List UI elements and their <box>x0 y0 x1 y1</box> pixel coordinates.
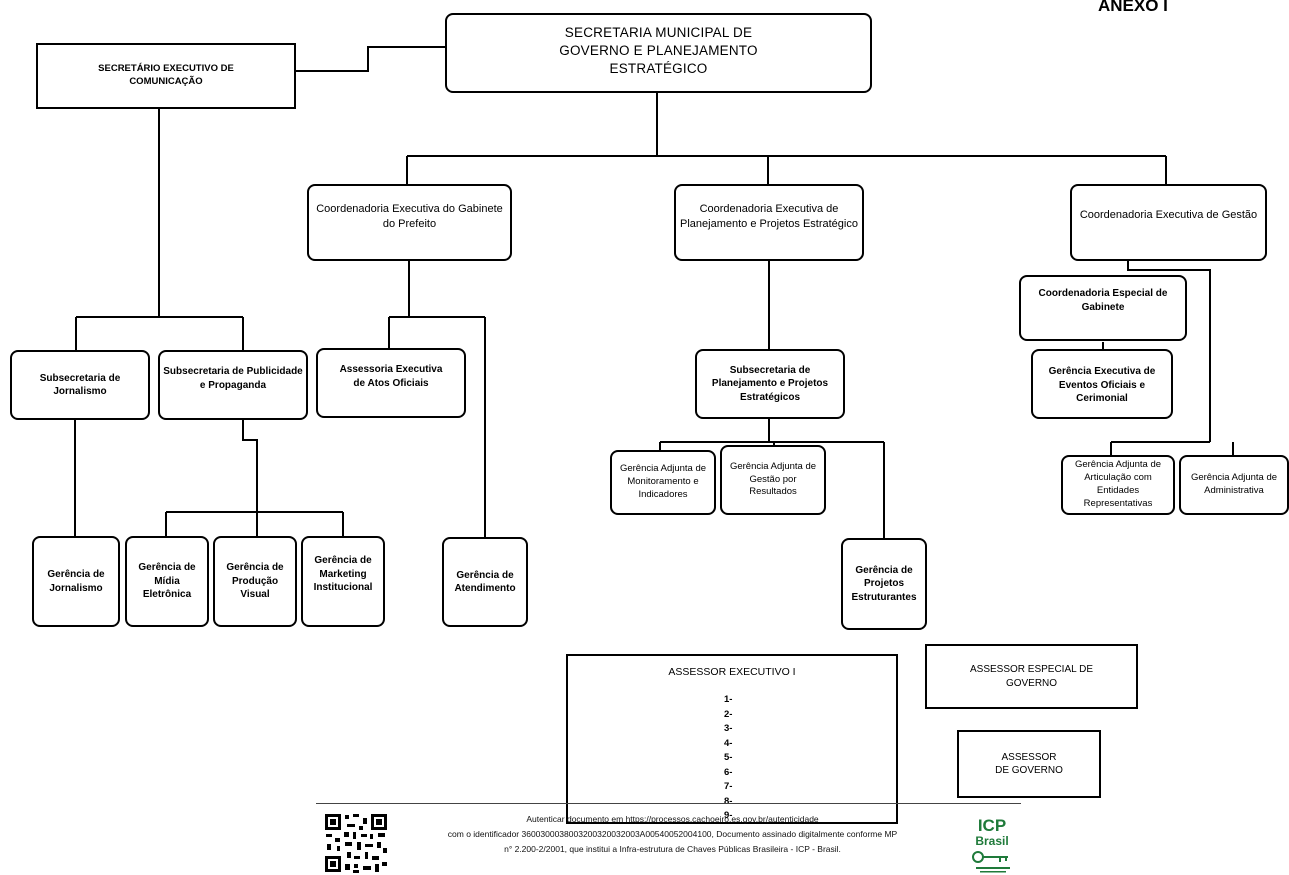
secretario-comunicacao-box[interactable]: SECRETÁRIO EXECUTIVO DE COMUNICAÇÃO <box>36 43 296 109</box>
assessoria-atos-label: Assessoria Executiva de Atos Oficiais <box>339 364 443 389</box>
assessor-especial-label: ASSESSOR ESPECIAL DE GOVERNO <box>969 664 1093 689</box>
assessor-executivo-box[interactable]: ASSESSOR EXECUTIVO I 1- 2- 3- 4- 5- 6- 7… <box>566 654 898 824</box>
ger-marketing-label: Gerência de Marketing Institucional <box>313 555 373 593</box>
sub-planejamento-box[interactable]: Subsecretaria de Planejamento e Projetos… <box>695 349 845 419</box>
sub-publicidade-label: Subsecretaria de Publicidade e Propagand… <box>163 366 303 391</box>
list-item: 1- <box>724 694 733 705</box>
ger-midia-label: Gerência de Mídia Eletrônica <box>138 562 196 601</box>
coord-gestao-box[interactable]: Coordenadoria Executiva de Gestão <box>1070 184 1267 261</box>
footer-line-3: n° 2.200-2/2001, que institui a Infra-es… <box>504 844 841 854</box>
assessor-executivo-title: ASSESSOR EXECUTIVO I <box>668 666 796 678</box>
connector <box>242 419 258 537</box>
ger-atendimento-label: Gerência de Atendimento <box>454 569 516 595</box>
assessor-especial-box[interactable]: ASSESSOR ESPECIAL DE GOVERNO <box>925 644 1138 709</box>
assessor-governo-box[interactable]: ASSESSOR DE GOVERNO <box>957 730 1101 798</box>
footer-line-1: Autenticar documento em https://processo… <box>526 814 819 824</box>
list-item: 7- <box>724 781 733 792</box>
sub-planejamento-label: Subsecretaria de Planejamento e Projetos… <box>711 364 829 403</box>
ger-projetos-box[interactable]: Gerência de Projetos Estruturantes <box>841 538 927 630</box>
ger-eventos-box[interactable]: Gerência Executiva de Eventos Oficiais e… <box>1031 349 1173 419</box>
secretaria-label: SECRETARIA MUNICIPAL DE GOVERNO E PLANEJ… <box>559 25 758 77</box>
list-item: 9- <box>724 810 733 821</box>
coord-gabinete-label: Coordenadoria Executiva do Gabinete do P… <box>316 203 503 230</box>
footer-line-2: com o identificador 36003000380032003200… <box>447 829 898 839</box>
ger-monitoramento-label: Gerência Adjunta de Monitoramento e Indi… <box>619 463 707 500</box>
ger-jornalismo-label: Gerência de Jornalismo <box>47 569 105 594</box>
connector <box>296 46 446 72</box>
sub-jornalismo-label: Subsecretaria de Jornalismo <box>39 372 121 398</box>
list-item: 2- <box>724 708 733 720</box>
secretaria-box[interactable]: SECRETARIA MUNICIPAL DE GOVERNO E PLANEJ… <box>445 13 872 93</box>
ger-articulacao-label: Gerência Adjunta de Articulação com Enti… <box>1074 459 1162 509</box>
assessor-executivo-list: 1- 2- 3- 4- 5- 6- 7- 8- 9- <box>724 693 732 824</box>
annex-label: ANEXO I <box>1098 0 1168 15</box>
ger-atendimento-box[interactable]: Gerência de Atendimento <box>442 537 528 627</box>
ger-projetos-label: Gerência de Projetos Estruturantes <box>851 564 917 603</box>
coord-especial-gabinete-label: Coordenadoria Especial de Gabinete <box>1038 288 1168 313</box>
ger-articulacao-box[interactable]: Gerência Adjunta de Articulação com Enti… <box>1061 455 1175 515</box>
coord-gestao-label: Coordenadoria Executiva de Gestão <box>1079 209 1258 221</box>
ger-jornalismo-box[interactable]: Gerência de Jornalismo <box>32 536 120 627</box>
ger-gestao-resultados-box[interactable]: Gerência Adjunta de Gestão por Resultado… <box>720 445 826 515</box>
coord-especial-gabinete-box[interactable]: Coordenadoria Especial de Gabinete <box>1019 275 1187 341</box>
list-item: 5- <box>724 752 733 763</box>
ger-producao-label: Gerência de Produção Visual <box>226 562 284 601</box>
sub-jornalismo-box[interactable]: Subsecretaria de Jornalismo <box>10 350 150 420</box>
coord-gabinete-box[interactable]: Coordenadoria Executiva do Gabinete do P… <box>307 184 512 261</box>
svg-text:Brasil: Brasil <box>975 834 1008 848</box>
list-item: 8- <box>724 795 733 807</box>
footer-divider <box>316 803 1021 804</box>
assessor-governo-label: ASSESSOR DE GOVERNO <box>995 751 1063 777</box>
ger-eventos-label: Gerência Executiva de Eventos Oficiais e… <box>1048 366 1156 404</box>
footer-authentication-text: Autenticar documento em https://processo… <box>400 812 945 857</box>
sub-publicidade-box[interactable]: Subsecretaria de Publicidade e Propagand… <box>158 350 308 420</box>
ger-midia-box[interactable]: Gerência de Mídia Eletrônica <box>125 536 209 627</box>
ger-producao-box[interactable]: Gerência de Produção Visual <box>213 536 297 627</box>
assessoria-atos-box[interactable]: Assessoria Executiva de Atos Oficiais <box>316 348 466 418</box>
secretario-comunicacao-label: SECRETÁRIO EXECUTIVO DE COMUNICAÇÃO <box>98 63 234 87</box>
ger-monitoramento-box[interactable]: Gerência Adjunta de Monitoramento e Indi… <box>610 450 716 515</box>
list-item: 3- <box>724 723 733 734</box>
list-item: 6- <box>724 766 733 778</box>
svg-text:ICP: ICP <box>978 816 1006 835</box>
coord-planejamento-label: Coordenadoria Executiva de Planejamento … <box>680 203 858 230</box>
ger-gestao-resultados-label: Gerência Adjunta de Gestão por Resultado… <box>729 460 817 498</box>
ger-administrativa-box[interactable]: Gerência Adjunta de Administrativa <box>1179 455 1289 515</box>
ger-marketing-box[interactable]: Gerência de Marketing Institucional <box>301 536 385 627</box>
connector <box>1127 260 1211 442</box>
ger-administrativa-label: Gerência Adjunta de Administrativa <box>1190 472 1278 496</box>
coord-planejamento-box[interactable]: Coordenadoria Executiva de Planejamento … <box>674 184 864 261</box>
qr-code-icon <box>323 812 389 874</box>
list-item: 4- <box>724 737 733 749</box>
icp-brasil-logo-icon: ICP Brasil <box>972 816 1010 873</box>
